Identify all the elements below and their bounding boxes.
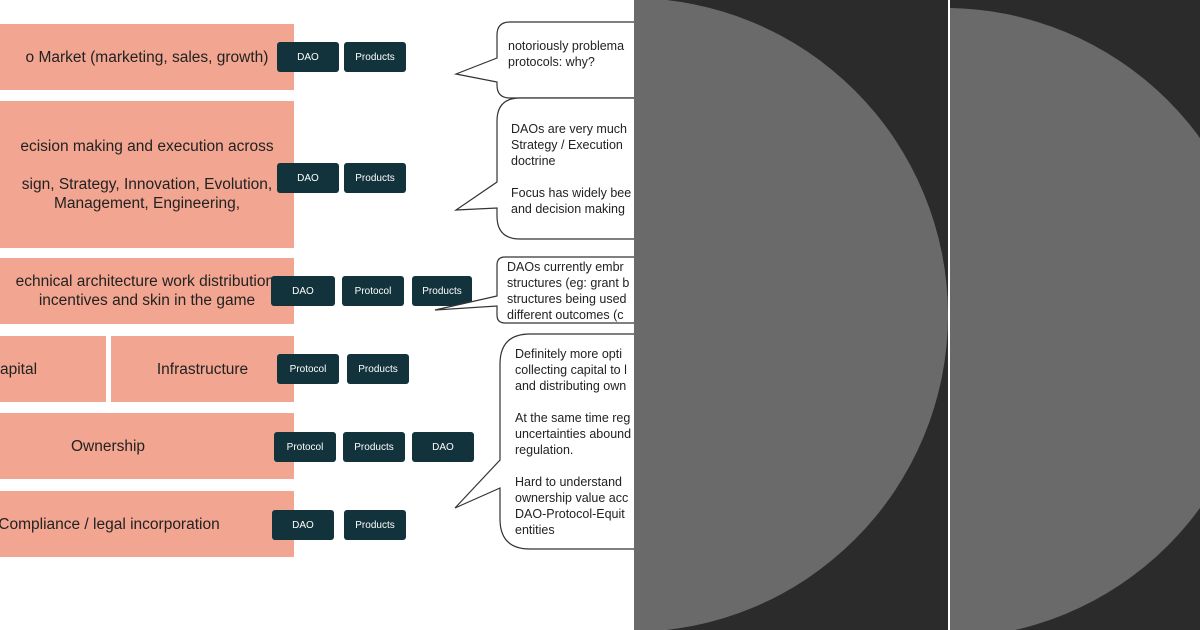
bubble-line: regulation. — [515, 443, 574, 457]
bubble-text-technical-architecture: DAOs currently embr structures (eg: gran… — [507, 259, 629, 323]
bubble-line: doctrine — [511, 154, 556, 168]
dark-panel-left — [634, 0, 948, 630]
bubble-line: entities — [515, 523, 555, 537]
bubble-line: and decision making — [511, 202, 625, 216]
layer-label: Infrastructure — [156, 360, 249, 378]
tag-dao: DAO — [272, 510, 334, 540]
tag-dao: DAO — [277, 163, 339, 193]
speech-bubbles — [434, 21, 634, 550]
tag-products: Products — [344, 163, 406, 193]
diagram-slide: o Market (marketing, sales, growth) DAO … — [0, 21, 634, 557]
layer-compliance: Compliance / legal incorporation — [0, 491, 294, 557]
bubble-line: Strategy / Execution — [511, 138, 623, 152]
tag-products: Products — [347, 354, 409, 384]
bubble-line: Focus has widely bee — [511, 186, 632, 200]
bubble-line: different outcomes (c — [507, 308, 624, 322]
bubble-line — [515, 458, 631, 474]
bubble-line: Definitely more opti — [515, 347, 622, 361]
speech-bubble-outline — [454, 333, 634, 550]
bubble-line: DAO-Protocol-Equit — [515, 507, 625, 521]
bubble-line: DAOs are very much — [511, 122, 628, 136]
layer-ownership: Ownership — [0, 413, 294, 479]
bubble-line: and distributing own — [515, 379, 627, 393]
bubble-line: DAOs currently embr — [507, 260, 624, 274]
layer-label: incentives and skin in the game — [38, 292, 256, 309]
bubble-text-go-to-market: notoriously problema protocols: why? — [508, 38, 624, 70]
half-circle-shape — [634, 0, 948, 630]
tag-products: Products — [344, 510, 406, 540]
layer-infrastructure: Infrastructure — [111, 336, 294, 402]
tag-protocol: Protocol — [342, 276, 404, 306]
half-circle-shape — [950, 8, 1200, 630]
bubble-text-ownership: Definitely more opti collecting capital … — [515, 346, 631, 538]
tag-protocol: Protocol — [277, 354, 339, 384]
bubble-line: At the same time reg — [515, 411, 631, 425]
layer-label: ecision making and execution across — [20, 137, 274, 155]
tag-products: Products — [343, 432, 405, 462]
speech-bubble-outline — [434, 256, 634, 324]
layer-decision-making: ecision making and execution across sign… — [0, 101, 294, 248]
layer-label: o Market (marketing, sales, growth) — [25, 48, 269, 66]
bubble-line: protocols: why? — [508, 55, 595, 69]
bubble-line: notoriously problema — [508, 39, 625, 53]
tag-dao: DAO — [271, 276, 335, 306]
tag-dao: DAO — [277, 42, 339, 72]
bubble-text-decision-making: DAOs are very much Strategy / Execution … — [511, 121, 631, 217]
speech-bubble-outline — [453, 21, 634, 99]
tag-protocol: Protocol — [274, 432, 336, 462]
layer-label: Ownership — [70, 437, 146, 455]
layer-label: Management, Engineering, — [53, 194, 241, 212]
bubble-line: collecting capital to l — [515, 363, 627, 377]
bubble-line: Hard to understand — [515, 475, 623, 489]
tag-products: Products — [412, 276, 472, 306]
layer-label: echnical architecture work distribution, — [15, 273, 279, 290]
bubble-line — [515, 394, 631, 410]
layer-label: sign, Strategy, Innovation, Evolution, — [21, 175, 273, 193]
bubble-line — [511, 169, 631, 185]
bubble-line: structures (eg: grant b — [507, 276, 630, 290]
layer-label: apital — [0, 360, 38, 378]
dark-panel-right — [950, 0, 1200, 630]
tag-dao: DAO — [412, 432, 474, 462]
layer-label: Compliance / legal incorporation — [0, 515, 220, 533]
speech-bubble-outline — [453, 97, 634, 240]
bubble-line: ownership value acc — [515, 491, 629, 505]
layer-capital: apital — [0, 336, 106, 402]
tag-products: Products — [344, 42, 406, 72]
layer-go-to-market: o Market (marketing, sales, growth) — [0, 24, 294, 90]
layer-technical-architecture: echnical architecture work distribution,… — [0, 258, 294, 324]
bubble-line: structures being used — [507, 292, 627, 306]
bubble-line: uncertainties abound — [515, 427, 632, 441]
